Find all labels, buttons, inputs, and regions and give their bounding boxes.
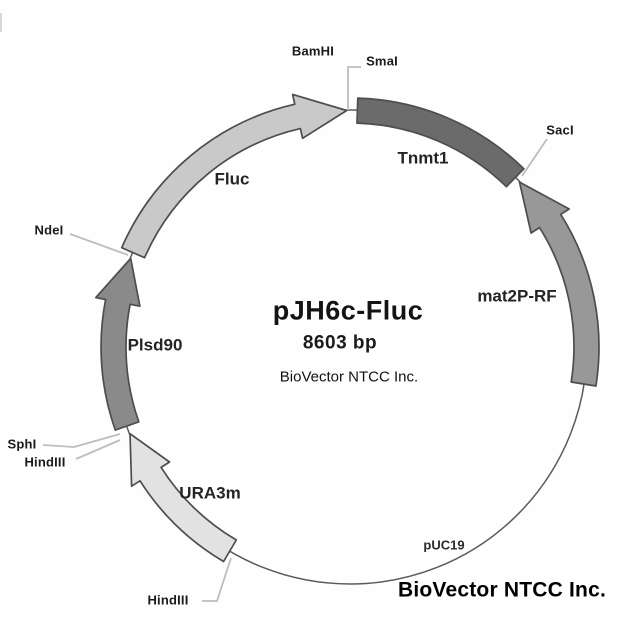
gene-label-ura3m: URA3m [179, 483, 241, 503]
gene-label-plsd90: Plsd90 [127, 335, 183, 355]
gene-label-puc19: pUC19 [423, 537, 465, 553]
sphi-leader [42, 433, 121, 448]
site-label-ndei: NdeI [34, 222, 64, 238]
segment-ura3m [129, 432, 238, 563]
smai-leader [347, 66, 361, 110]
segment-mat2p-rf [518, 181, 600, 387]
company-watermark: BioVector NTCC Inc. [398, 578, 606, 602]
site-label-sphi: SphI [7, 436, 37, 452]
segment-plsd90 [94, 257, 141, 431]
site-label-smai: SmaI [366, 53, 398, 69]
scan-edge-artifact [0, 13, 2, 32]
hindiii-bottom-leader [202, 557, 232, 602]
segment-tnmt1 [356, 97, 525, 188]
site-label-hindiii-bottom: HindIII [147, 592, 189, 608]
site-label-bamhi: BamHI [291, 43, 335, 59]
company-name-center: BioVector NTCC Inc. [279, 368, 419, 386]
gene-label-fluc: Fluc [214, 169, 250, 189]
saci-leader [521, 138, 548, 177]
segment-fluc [120, 93, 348, 259]
ndei-leader [69, 233, 129, 256]
plasmid-size: 8603 bp [302, 332, 378, 354]
site-label-hindiii-left: HindIII [24, 454, 66, 470]
gene-label-mat2p-rf: mat2P-RF [477, 286, 557, 306]
hindiii-left-leader [75, 439, 121, 460]
site-label-saci: SacI [546, 122, 574, 138]
gene-label-tnmt1: Tnmt1 [397, 148, 449, 168]
plasmid-title: pJH6c-Fluc [272, 295, 424, 326]
